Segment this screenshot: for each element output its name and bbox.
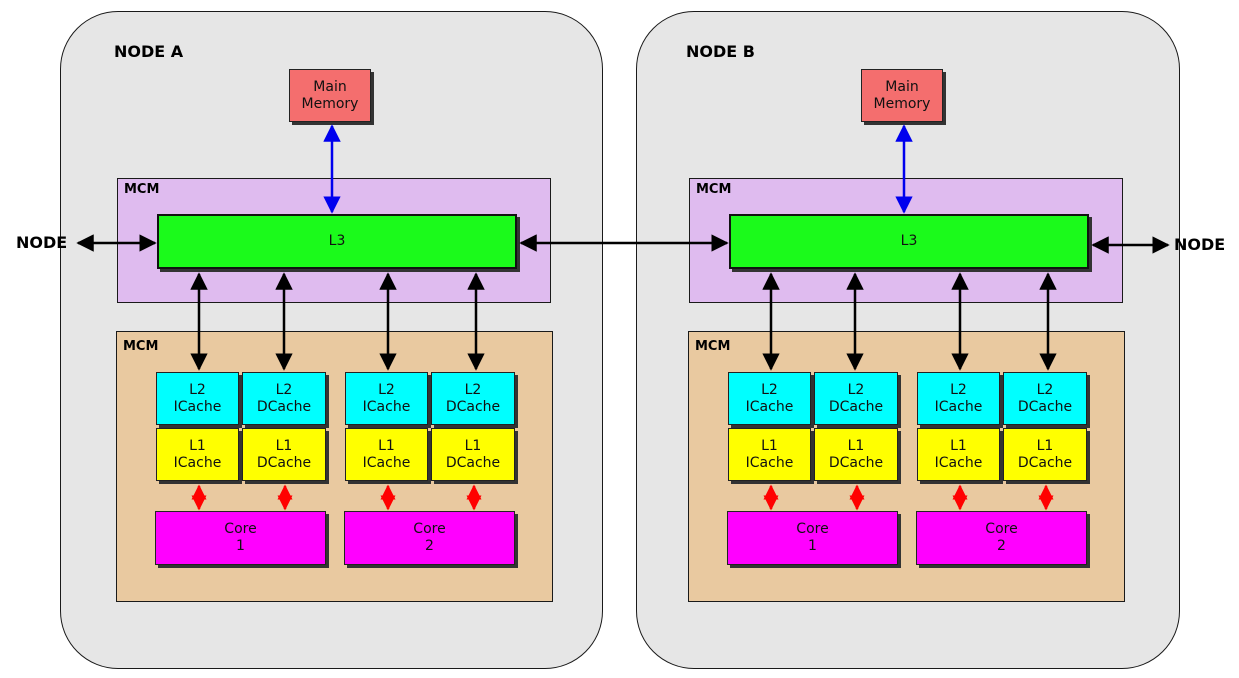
node-b-l2-dcache-1: L2 DCache [814,372,898,425]
node-b-core-1: Core 1 [727,511,898,565]
node-a-title: NODE A [114,42,184,61]
node-b-l1-dcache-2: L1 DCache [1003,428,1087,481]
node-a-l1-dcache-2: L1 DCache [431,428,515,481]
external-node-label-left: NODE [16,233,68,252]
node-a-l3-cache: L3 [157,214,517,269]
node-a-l2-dcache-2: L2 DCache [431,372,515,425]
node-b-mcm-bottom-label: MCM [695,339,731,354]
node-a-l2-dcache-1: L2 DCache [242,372,326,425]
node-b-l3-cache: L3 [729,214,1089,269]
node-b-l2-icache-2: L2 ICache [917,372,1000,425]
node-a-l1-icache-1: L1 ICache [156,428,239,481]
node-b-mcm-top-label: MCM [696,182,732,197]
node-a-l2-icache-2: L2 ICache [345,372,428,425]
node-b-l1-icache-2: L1 ICache [917,428,1000,481]
node-b-l1-dcache-1: L1 DCache [814,428,898,481]
external-node-label-right: NODE [1174,235,1226,254]
node-b-l1-icache-1: L1 ICache [728,428,811,481]
node-a-mcm-bottom-label: MCM [123,339,159,354]
node-a-mcm-top-label: MCM [124,182,160,197]
node-a-core-1: Core 1 [155,511,326,565]
node-b-l2-icache-1: L2 ICache [728,372,811,425]
node-a-l2-icache-1: L2 ICache [156,372,239,425]
node-a-l1-dcache-1: L1 DCache [242,428,326,481]
node-b-l2-dcache-2: L2 DCache [1003,372,1087,425]
node-b-title: NODE B [686,42,755,61]
node-b-main-memory: Main Memory [861,69,943,122]
node-a-main-memory: Main Memory [289,69,371,122]
node-a-core-2: Core 2 [344,511,515,565]
node-b-core-2: Core 2 [916,511,1087,565]
node-a-l1-icache-2: L1 ICache [345,428,428,481]
